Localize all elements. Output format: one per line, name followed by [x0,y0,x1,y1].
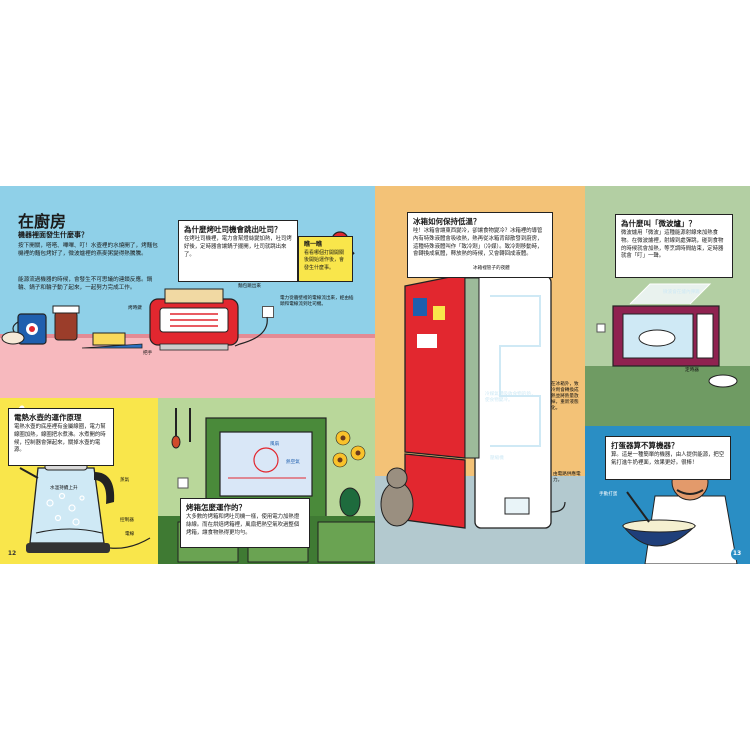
fridge-box-body: 哇！冰箱會讓東西變冷，卻讓食物變冷？冰箱裡的導管內有特殊液體會吸收熱，熱再從冰箱… [413,228,543,258]
label-timer: 烤時鍵 [128,306,142,311]
chef-panel: 打蛋器算不算機器？ 算。這是一種簡單的機器，由人提供能源，把空氣打進牛奶裡面，效… [585,426,750,564]
label-plug: 由電路供應電力。 [553,472,581,483]
kettle-box-body: 電熱水壺的底座裡有金屬線圈，電力幫線圈加熱，線圈把水煮沸。水煮開的時候，控制器會… [14,424,106,454]
kettle-box-title: 電熱水壺的運作原理 [14,413,82,422]
microwave-panel: 為什麼叫「微波爐」？ 微波爐用「微波」這種能源射線來加熱食物。在微波爐裡，射線到… [585,186,750,426]
fridge-info-box: 冰箱如何保持低溫？ 哇！冰箱會讓東西變冷，卻讓食物變冷？冰箱裡的導管內有特殊液體… [407,212,553,278]
page-number-left: 12 [6,548,18,560]
note-box-body: 看看哪個打開開關後開始運作後，會發生什麼事。 [304,250,345,271]
book-spread: 在廚房 機器裡面發生什麼事？ 按下開關，嗒嗒、嗶嗶、叮！水壺裡的水燒開了，烤麵包… [0,186,750,564]
microwave-box-title: 為什麼叫「微波爐」？ [621,219,696,228]
page-number-right: 13 [731,548,743,560]
label-steam: 蒸氣 [120,478,130,483]
note-box-title: 瞧一瞧 [304,241,323,248]
mixer-box-body: 算。這是一種簡單的機器，由人提供能源，把空氣打進牛奶裡面，效果更好。很棒！ [611,452,725,466]
mixer-box-title: 打蛋器算不算機器？ [611,441,679,450]
label-coil: 電線 [125,532,135,537]
fridge-box-title: 冰箱如何保持低溫？ [413,217,481,226]
intro-paragraph-1: 按下開關，嗒嗒、嗶嗶、叮！水壺裡的水燒開了，烤麵包機裡的麵包烤好了，微波爐裡的燕… [18,243,158,258]
label-lever: 把手 [143,351,153,356]
oven-box-body: 大多數的烤箱和烤吐司機一樣，使用電力加熱燈絲線。而在烘焙烤箱裡，風扇把熱空氣吹過… [186,514,300,536]
fridge-illustration [380,273,566,529]
oven-box-title: 烤箱怎麼運作的？ [186,503,246,512]
fridge-panel: 冰箱如何保持低溫？ 哇！冰箱會讓東西變冷，卻讓食物變冷？冰箱裡的導管內有特殊液體… [375,186,585,564]
label-microwave-timer: 定時器 [685,368,699,373]
label-toast-pop: 麵包跳出來 [238,284,261,289]
label-bubbles: 水溫持續上升 [50,486,78,491]
kettle-panel: 電熱水壺的運作原理 電熱水壺的底座裡有金屬線圈，電力幫線圈加熱，線圈把水煮沸。水… [0,398,158,564]
label-waves: 微波會在爐內彈跳 [663,290,700,295]
kettle-info-box: 電熱水壺的運作原理 電熱水壺的底座裡有金屬線圈，電力幫線圈加熱，線圈把水煮沸。水… [8,408,114,466]
kettle-illustration [15,405,151,553]
microwave-info-box: 為什麼叫「微波爐」？ 微波爐用「微波」這種能源射線來加熱食物。在微波爐裡，射線到… [615,214,733,278]
microwave-box-body: 微波爐用「微波」這種能源射線來加熱食物。在微波爐裡，射線到處彈跳，碰到食物的時候… [621,230,724,260]
label-coolant: 冰箱裡管子的夜體 [473,266,510,271]
label-power: 電力從牆壁裡的電線流出來，經由插頭和電線流到吐司機。 [280,296,354,307]
mixer-info-box: 打蛋器算不算機器？ 算。這是一種簡單的機器，由人提供能源，把空氣打進牛奶裡面，效… [605,436,731,480]
label-back-pipe: 在冰箱外，致冷劑會轉換成熱並將熱量放掉，重新液態化。 [551,382,579,411]
note-box: 瞧一瞧 看看哪個打開開關後開始運作後，會發生什麼事。 [298,236,353,282]
label-fan: 風扇 [270,442,280,447]
kitchen-panel: 在廚房 機器裡面發生什麼事？ 按下開關，嗒嗒、嗶嗶、叮！水壺裡的水燒開了，烤麵包… [0,186,375,398]
intro-paragraph-2: 能源流過機器的時候，會發生不可思議的連鎖反應。鍋輪、鍋子和輪子動了起來，一起努力… [18,277,153,292]
toaster-info-box: 為什麼烤吐司機會跳出吐司？ 在烤吐司機裡，電力會幫燈絲變加熱，吐司烤好後，定時器… [178,220,298,282]
wall-socket-icon [262,306,274,318]
toaster-box-title: 為什麼烤吐司機會跳出吐司？ [184,225,282,234]
page-subheading: 機器裡面發生什麼事？ [18,231,88,239]
toaster-box-body: 在烤吐司機裡，電力會幫燈絲變加熱，吐司烤好後，定時器會讓鍋子擺開，吐司就跳出來了… [184,236,292,258]
oven-info-box: 烤箱怎麼運作的？ 大多數的烤箱和烤吐司機一樣，使用電力加熱燈絲線。而在烘焙烤箱裡… [180,498,310,548]
label-compressor: 壓縮機 [490,456,504,461]
page-heading: 在廚房 [18,212,67,231]
oven-panel: 風扇 熱空氣 烤箱怎麼運作的？ 大多數的烤箱和烤吐司機一樣，使用電力加熱燈絲線。… [158,398,375,564]
label-hand-mixer: 手動打蛋 [599,492,618,497]
label-inner-pipe: 冷媒氣體吸收食物的熱，使食物變冷。 [485,392,536,403]
microwave-illustration [596,283,738,388]
label-switch: 控制器 [120,518,134,523]
label-heat: 熱空氣 [286,460,300,465]
